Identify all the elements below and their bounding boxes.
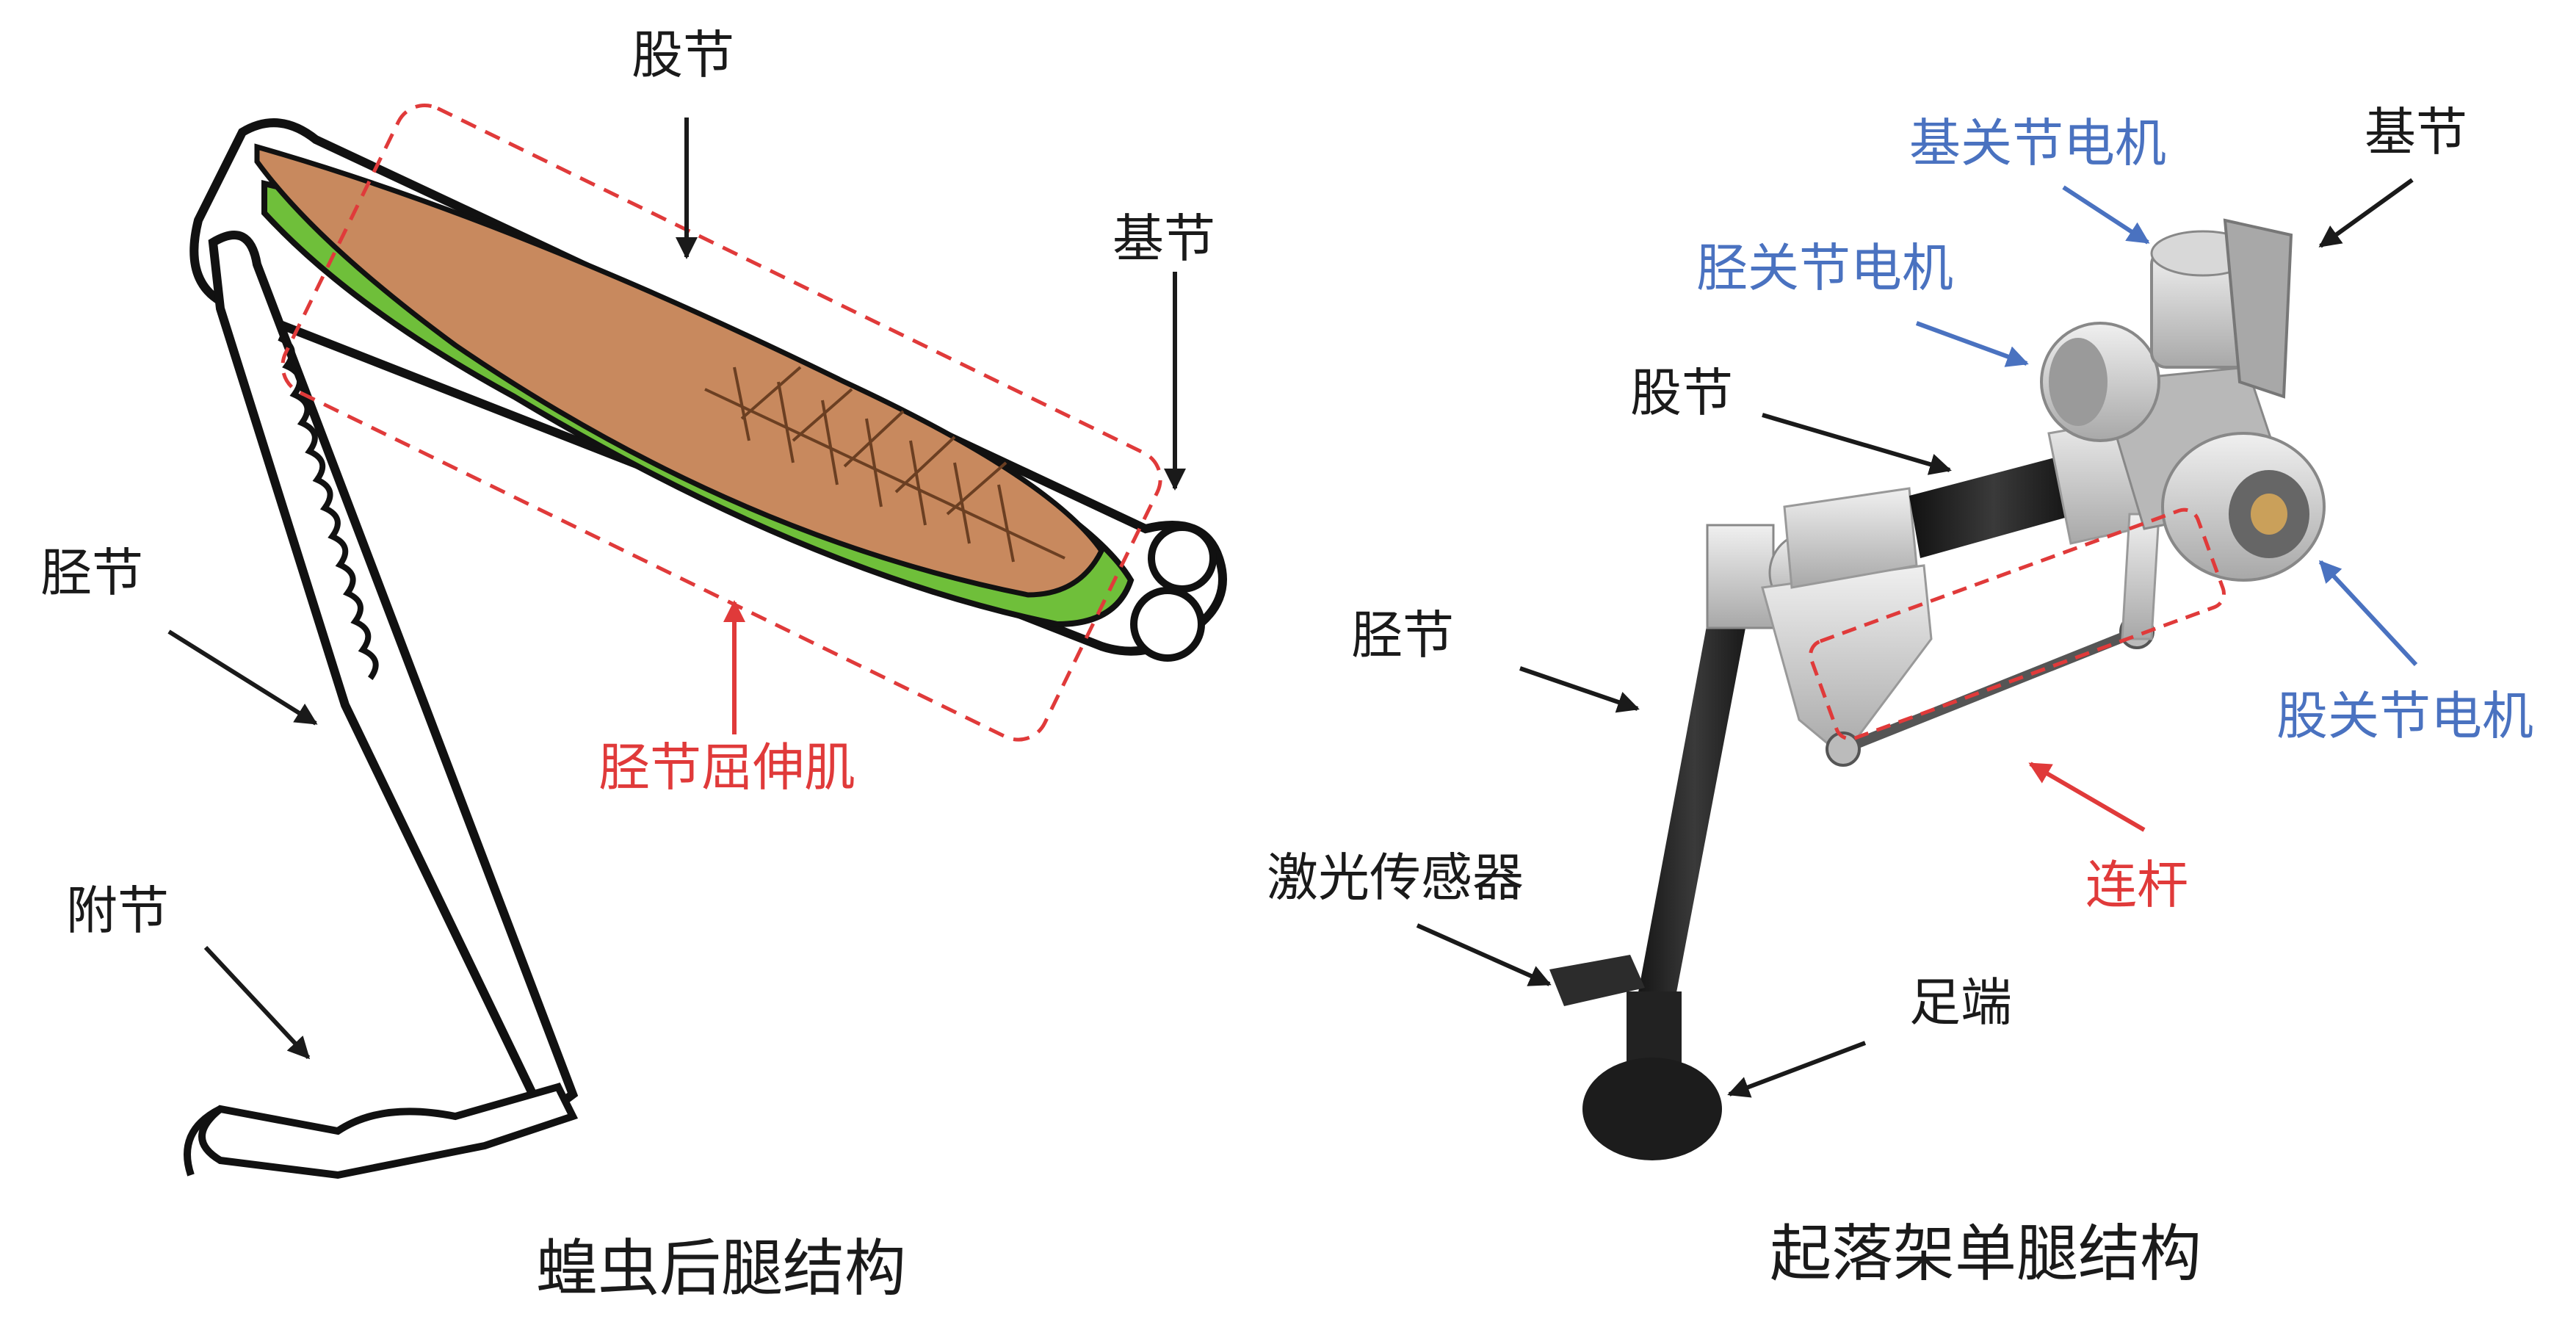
tarsus-outline (198, 1083, 579, 1179)
tibia-spines (278, 335, 379, 681)
caption-left: 蝗虫后腿结构 (536, 1232, 907, 1304)
arrow-femur-right (1762, 413, 1952, 475)
label-femur-left: 股节 (632, 25, 734, 85)
linkage-pin-lower (1826, 731, 1861, 767)
coxa-joint (1148, 524, 1217, 593)
arrow-coxa-motor (2062, 185, 2150, 245)
label-femur-motor: 股关节电机 (2276, 686, 2533, 746)
left-arrows (167, 118, 1186, 1060)
coxa-plate (2223, 218, 2293, 399)
femur-tube (1909, 455, 2078, 558)
knee-joint (1706, 524, 1775, 629)
arrow-tibia-right (1519, 666, 1640, 713)
label-coxa-left: 基节 (1112, 209, 1215, 269)
tarsus-claw (184, 1105, 222, 1177)
label-muscle: 胫节屈伸肌 (598, 737, 855, 798)
arrow-tibia (167, 629, 318, 726)
arrow-tibia-motor (1915, 321, 2029, 367)
tibia-tube (1630, 543, 1759, 1043)
arrow-linkage (2028, 762, 2146, 832)
label-coxa-motor: 基关节电机 (1909, 113, 2166, 173)
arrow-femur-motor (2318, 560, 2418, 667)
brown-muscle (254, 143, 1105, 598)
label-tibia-left: 胫节 (40, 543, 143, 603)
arrow-laser-sensor (1416, 923, 1552, 986)
arrow-tarsus (203, 945, 311, 1060)
femur-block (1783, 487, 1918, 589)
label-tarsus-left: 附节 (66, 881, 169, 941)
femur-joint-motor-hub (2251, 494, 2287, 535)
label-linkage: 连杆 (2085, 855, 2188, 915)
label-tibia-motor: 胫关节电机 (1696, 238, 1953, 298)
right-arrows (1416, 178, 2418, 1098)
foot-pad (1582, 1058, 1722, 1160)
arrow-base-coxa (2318, 178, 2414, 248)
arrow-foot (1727, 1041, 1867, 1098)
caption-right: 起落架单腿结构 (1770, 1218, 2202, 1290)
label-tibia-right: 胫节 (1351, 605, 1454, 665)
laser-sensor (1549, 955, 1645, 1006)
label-laser-sensor: 激光传感器 (1267, 848, 1524, 908)
muscle-fibers (704, 366, 1066, 563)
tibia-joint-motor-face (2049, 338, 2108, 426)
label-coxa-right: 基节 (2365, 102, 2467, 162)
linkage-arm (2121, 513, 2160, 640)
linkage-highlight-box (1809, 507, 2226, 741)
label-foot: 足端 (1909, 972, 2012, 1033)
locust-leg-drawing (184, 103, 1227, 1179)
muscle-highlight-box (281, 103, 1162, 742)
label-femur-right: 股节 (1630, 363, 1733, 423)
landing-gear-drawing (1549, 218, 2326, 1160)
coxa-joint-lower (1130, 587, 1205, 662)
